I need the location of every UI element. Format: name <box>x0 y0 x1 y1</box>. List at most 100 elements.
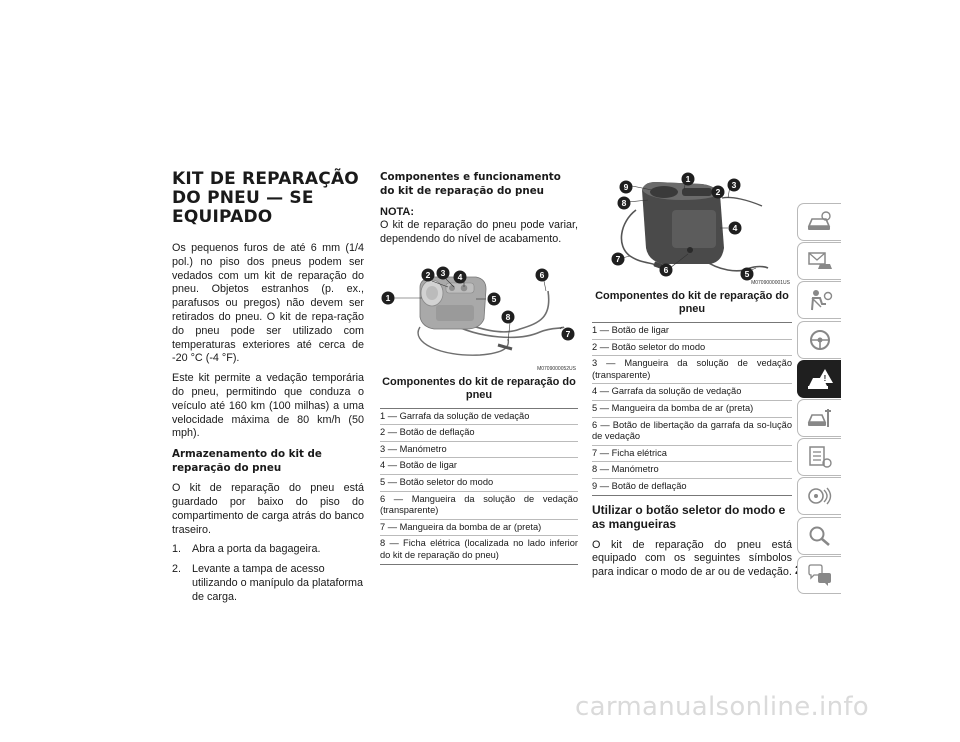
parts-row: 3 — Mangueira da solução de vedação (tra… <box>592 355 792 383</box>
tab-seat-belt-airbag[interactable] <box>797 281 841 320</box>
tab-maintenance-checklist[interactable] <box>797 438 841 477</box>
parts-row: 8 — Ficha elétrica (localizada no lado i… <box>380 535 578 563</box>
language-icon <box>807 564 831 586</box>
parts-row: 8 — Manómetro <box>592 461 792 478</box>
parts-row: 5 — Botão seletor do modo <box>380 473 578 491</box>
tab-multimedia[interactable] <box>797 477 841 516</box>
callout-7: 7 <box>561 327 575 341</box>
car-key-mail-icon <box>807 252 832 270</box>
column-left: KIT DE REPARAÇÃO DO PNEU — SE EQUIPADO O… <box>172 170 364 611</box>
svg-text:9: 9 <box>624 182 629 192</box>
parts-row: 3 — Manómetro <box>380 440 578 458</box>
callout-2: 2 <box>421 268 435 282</box>
seat-belt-airbag-icon <box>810 290 832 311</box>
callout-4: 4 <box>453 270 467 284</box>
tab-hazard-warning[interactable]: ! <box>797 359 841 398</box>
callout-2: 2 <box>711 185 725 199</box>
callout-9: 9 <box>619 180 633 194</box>
steering-wheel-icon <box>809 329 830 350</box>
callout-4: 4 <box>728 221 742 235</box>
steps-list: 1. Abra a porta da bagageira. 2. Levante… <box>172 543 364 604</box>
car-dashboard-icon <box>807 211 831 230</box>
parts-row: 1 — Botão de ligar <box>592 325 670 335</box>
tab-car-key-mail[interactable] <box>797 242 841 281</box>
callout-6: 6 <box>659 263 673 277</box>
svg-text:5: 5 <box>745 269 750 279</box>
car-service-tools-icon <box>807 408 831 427</box>
storage-heading: Armazenamento do kit de reparação do pne… <box>172 448 322 475</box>
tire-kit-figure-b: 1 2 3 4 5 6 7 8 9 M0709000001US <box>592 170 792 288</box>
mode-selector-paragraph: O kit de reparação do pneu está equipado… <box>592 538 792 579</box>
note-text: O kit de reparação do pneu pode variar, … <box>380 219 578 245</box>
parts-row: 6 — Mangueira da solução de vedação (tra… <box>380 490 578 519</box>
tab-search-index[interactable] <box>797 516 841 555</box>
callout-1: 1 <box>381 291 395 305</box>
parts-row: 9 — Botão de deflação <box>592 477 792 495</box>
svg-text:2: 2 <box>716 187 721 197</box>
svg-text:4: 4 <box>458 272 463 282</box>
tab-steering-wheel[interactable] <box>797 320 841 359</box>
mode-selector-heading: Utilizar o botão seletor do modo e as ma… <box>592 502 786 531</box>
section-title: KIT DE REPARAÇÃO DO PNEU — SE EQUIPADO <box>172 169 359 227</box>
svg-text:5: 5 <box>492 294 497 304</box>
step-item: 1. Abra a porta da bagageira. <box>172 543 364 557</box>
callout-1: 1 <box>681 172 695 186</box>
callout-8: 8 <box>617 196 631 210</box>
parts-row: 2 — Botão seletor do modo <box>592 338 792 356</box>
svg-text:3: 3 <box>732 180 737 190</box>
svg-text:1: 1 <box>686 174 691 184</box>
figure-caption: Componentes do kit de reparação do pneu <box>382 375 576 401</box>
step-text: Levante a tampa de acesso utilizando o m… <box>192 563 364 603</box>
tire-kit-illustration: 1 2 3 4 5 6 7 8 9 <box>611 172 769 281</box>
callout-5: 5 <box>487 292 501 306</box>
svg-text:8: 8 <box>622 198 627 208</box>
components-heading: Componentes e funcionamento do kit de re… <box>380 171 561 197</box>
callout-5: 5 <box>740 267 754 281</box>
column-right: 1 2 3 4 5 6 7 8 9 M0709000001US Componen… <box>592 170 792 586</box>
intro-paragraph: Os pequenos furos de até 6 mm (1/4 pol.)… <box>172 242 364 365</box>
figure-code: M0709000001US <box>751 280 790 286</box>
chapter-tabs: ! <box>797 203 841 595</box>
search-index-icon <box>809 526 830 546</box>
maintenance-checklist-icon <box>808 446 832 468</box>
tire-kit-illustration: 1 2 3 4 5 6 7 8 <box>381 266 575 356</box>
callout-7: 7 <box>611 252 625 266</box>
svg-text:3: 3 <box>441 268 446 278</box>
svg-text:8: 8 <box>506 312 511 322</box>
parts-row: 4 — Garrafa da solução de vedação <box>592 383 792 400</box>
tab-car-service-tools[interactable] <box>797 398 841 437</box>
callout-6: 6 <box>535 268 549 282</box>
callout-3: 3 <box>436 266 450 280</box>
parts-row: 6 — Botão de libertação da garrafa da so… <box>592 416 792 445</box>
storage-paragraph: O kit de reparação do pneu está guardado… <box>172 482 364 536</box>
parts-row: 2 — Botão de deflação <box>380 424 578 441</box>
figure-caption: Componentes do kit de reparação do pneu <box>595 290 789 315</box>
svg-text:!: ! <box>823 374 826 383</box>
step-number: 1. <box>172 543 182 556</box>
parts-row: 4 — Botão de ligar <box>380 457 578 474</box>
svg-text:2: 2 <box>426 270 431 280</box>
parts-row: 7 — Ficha elétrica <box>592 444 792 462</box>
callout-8: 8 <box>501 310 515 324</box>
note-label: NOTA: <box>380 206 415 218</box>
column-middle: Componentes e funcionamento do kit de re… <box>380 170 578 565</box>
parts-row: 7 — Mangueira da bomba de ar (preta) <box>380 518 578 536</box>
multimedia-icon <box>807 487 831 505</box>
temporary-seal-paragraph: Este kit permite a vedação temporária do… <box>172 372 364 440</box>
step-item: 2. Levante a tampa de acesso utilizando … <box>172 563 364 604</box>
tab-car-dashboard[interactable] <box>797 203 841 241</box>
svg-text:6: 6 <box>540 270 545 280</box>
hazard-warning-icon: ! <box>807 368 833 389</box>
svg-text:6: 6 <box>664 265 669 275</box>
watermark: carmanualsonline.info <box>575 692 870 722</box>
svg-text:7: 7 <box>616 254 621 264</box>
step-number: 2. <box>172 563 182 576</box>
step-text: Abra a porta da bagageira. <box>192 543 321 556</box>
tire-kit-figure-a: 1 2 3 4 5 6 7 8 M0709000052US <box>380 257 578 374</box>
figure-code: M0709000052US <box>537 365 576 372</box>
parts-row: 5 — Mangueira da bomba de ar (preta) <box>592 399 792 417</box>
parts-list: 1 — Garrafa da solução de vedação 2 — Bo… <box>380 407 578 565</box>
parts-row: 1 — Garrafa da solução de vedação <box>380 410 530 421</box>
parts-list: 1 — Botão de ligar 2 — Botão seletor do … <box>592 322 792 496</box>
tab-language[interactable] <box>797 555 841 594</box>
